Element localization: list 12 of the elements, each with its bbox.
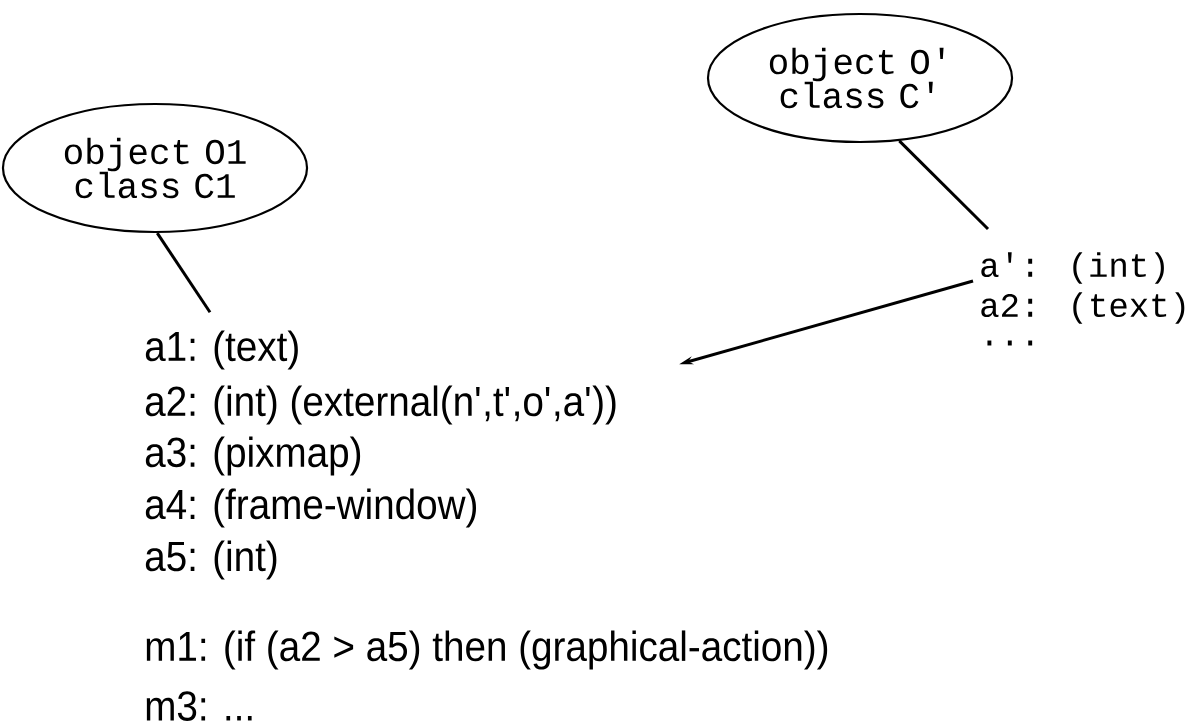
attribute-text: a4: (frame-window) (145, 488, 476, 528)
attribute-text: a1: (text) (145, 330, 298, 370)
attribute-text: a2: (text) (981, 292, 1185, 324)
attribute-text: ... (987, 340, 1033, 346)
attribute-text: a3: (pixmap) (145, 436, 361, 476)
attribute-text: m3: ... (146, 691, 252, 721)
attribute-text: a2: (int) (external(n',t',o',a')) (145, 385, 616, 425)
attribute-text: a': (int) (981, 252, 1164, 284)
attribute-text: m1: (if (a2 > a5) then (graphical-action)) (146, 630, 828, 670)
connector-line (156, 232, 212, 314)
attribute-text: a5: (int) (145, 540, 277, 580)
connector-line (898, 139, 990, 231)
